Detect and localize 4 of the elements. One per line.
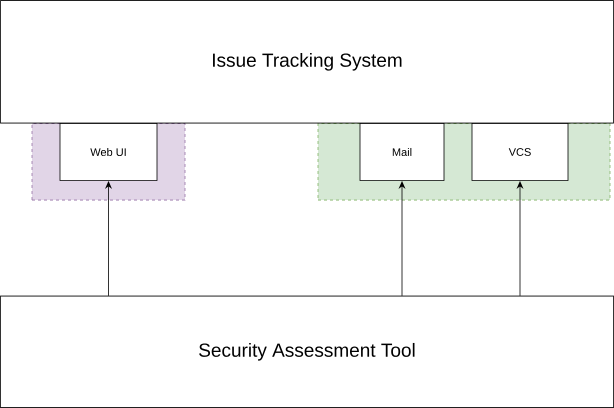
tool-box: Security Assessment Tool xyxy=(0,296,614,408)
interface-box: VCS xyxy=(472,123,568,181)
interface-box: Mail xyxy=(360,123,444,181)
interface-box: Web UI xyxy=(60,123,158,181)
